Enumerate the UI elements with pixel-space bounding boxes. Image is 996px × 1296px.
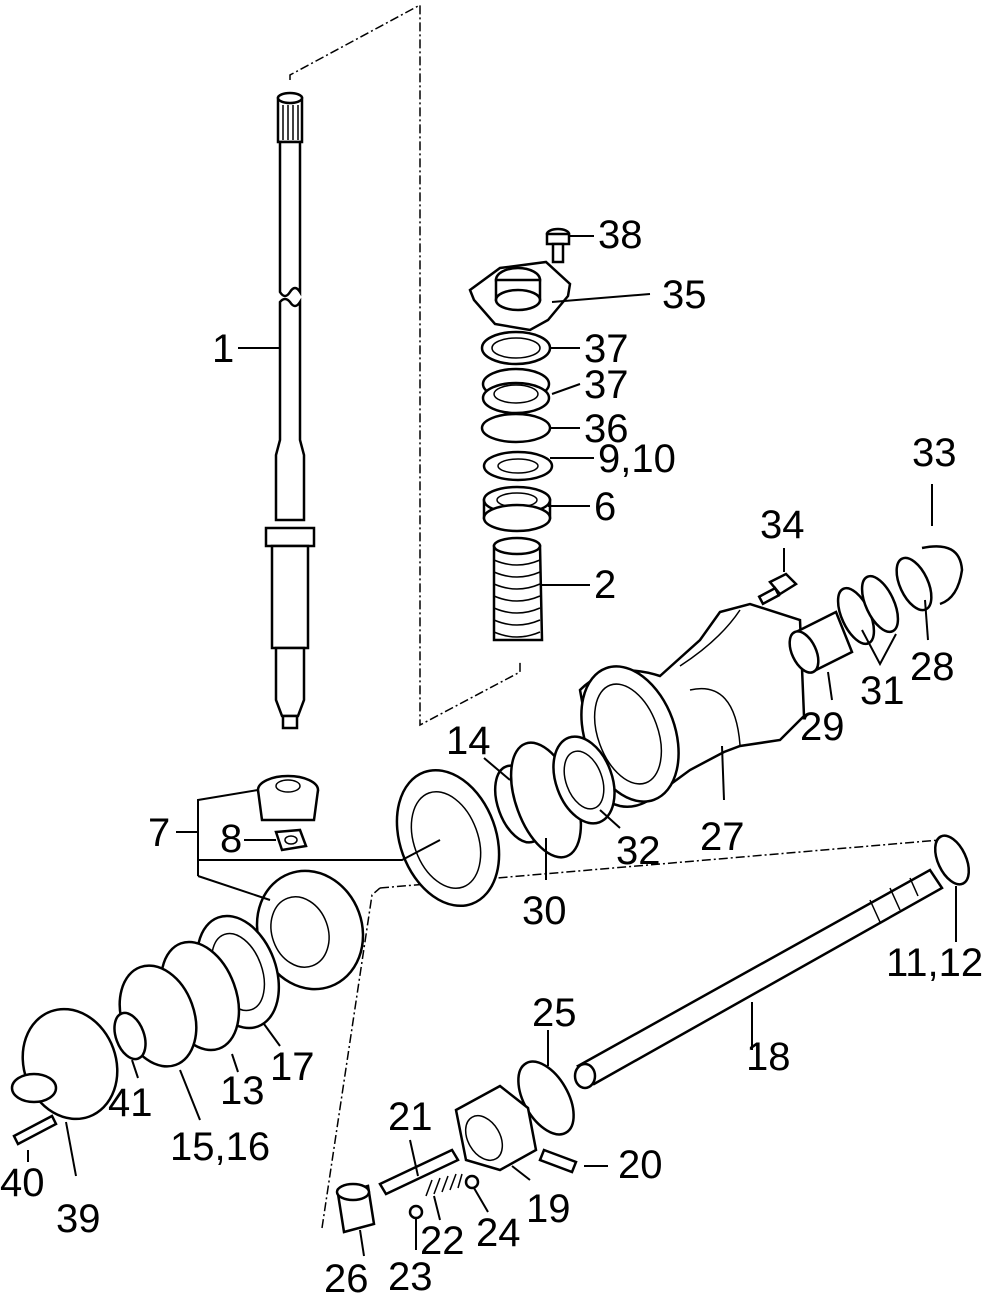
label-32: 32 [616,829,661,873]
label-14: 14 [446,719,491,763]
forward-gear-assembly [10,774,365,1146]
propeller-shaft-parts [395,735,971,1090]
label-37-upper: 37 [584,327,629,371]
label-6: 6 [594,485,616,529]
label-1: 1 [212,327,234,371]
label-23: 23 [388,1255,433,1296]
label-7: 7 [148,811,170,855]
label-41: 41 [108,1081,153,1125]
upper-bearing-stack [468,227,572,642]
label-15-16: 15,16 [170,1125,270,1169]
label-2: 2 [594,563,616,607]
label-11-12: 11,12 [886,941,983,985]
label-27: 27 [700,815,745,859]
label-22: 22 [420,1219,465,1263]
label-40: 40 [0,1161,45,1205]
label-9-10: 9,10 [598,437,676,481]
label-29: 29 [800,705,845,749]
label-31: 31 [860,669,905,713]
clutch-assembly [335,1060,578,1234]
label-8: 8 [220,817,242,861]
label-33: 33 [912,431,957,475]
label-24: 24 [476,1211,521,1255]
drive-shaft [264,91,316,730]
label-26: 26 [324,1257,369,1296]
label-17: 17 [270,1045,315,1089]
label-25: 25 [532,991,577,1035]
label-34: 34 [760,503,805,547]
label-39: 39 [56,1197,101,1241]
label-20: 20 [618,1143,663,1187]
label-35: 35 [662,273,707,317]
leader-lines [27,235,957,1257]
label-28: 28 [910,645,955,689]
label-21: 21 [388,1095,433,1139]
label-19: 19 [526,1187,571,1231]
part-labels: 1 2 6 7 8 9,10 11,12 13 14 15,16 17 18 1… [0,213,983,1296]
label-37-lower: 37 [584,363,629,407]
label-38: 38 [598,213,643,257]
label-13: 13 [220,1069,265,1113]
label-18: 18 [746,1035,791,1079]
label-30: 30 [522,889,567,933]
label-36: 36 [584,407,629,451]
